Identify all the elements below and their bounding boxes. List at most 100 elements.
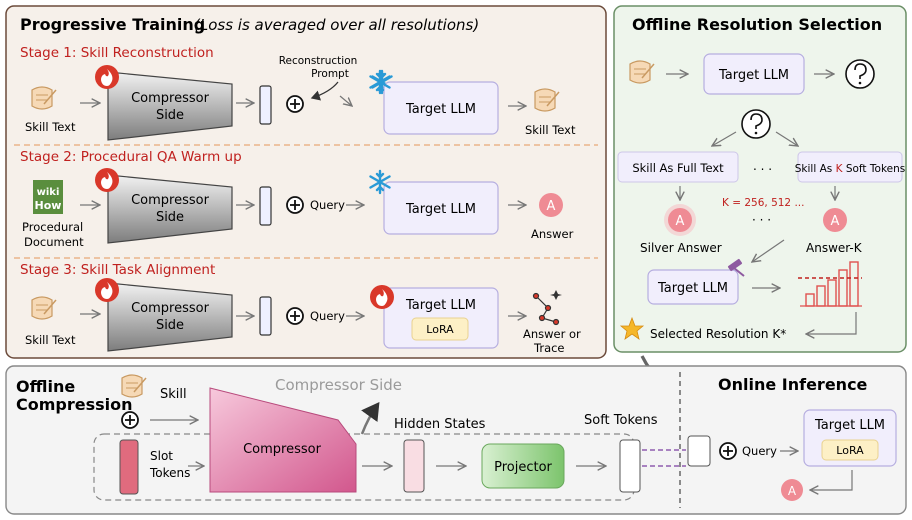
soft-token-bar	[259, 296, 272, 336]
silver-answer-label: Silver Answer	[640, 241, 722, 255]
answer-icon	[781, 479, 803, 501]
flame-icon	[370, 285, 394, 309]
stage-2-output: Answer	[531, 227, 574, 241]
soft-token-bar	[259, 85, 272, 125]
compression-title: Compression	[16, 395, 133, 414]
full-text-box	[617, 151, 739, 183]
compression-pipeline-frame	[93, 433, 635, 501]
stage-3-output: Answer or	[523, 327, 581, 341]
hidden-states-bar	[403, 439, 425, 493]
hidden-states-label: Hidden States	[394, 417, 486, 432]
resolution-selection-panel: Offline Resolution Selection Target LLM …	[613, 5, 907, 353]
stage-3-title: Stage 3: Skill Task Alignment	[20, 262, 215, 278]
stage-2-input: Document	[24, 235, 84, 249]
ellipsis: · · ·	[752, 213, 771, 227]
compressor-label: Side	[156, 318, 184, 333]
scroll-icon	[534, 88, 560, 112]
skill-label: Skill	[160, 387, 187, 402]
svg-text:A: A	[676, 214, 685, 229]
wikihow-logo	[33, 180, 63, 214]
reconstruction-prompt-label: Prompt	[311, 68, 349, 80]
selection-title: Offline Resolution Selection	[632, 15, 882, 34]
svg-text:A: A	[788, 484, 797, 498]
projector-label: Projector	[494, 460, 552, 475]
plus-icon	[286, 95, 304, 113]
compression-title: Offline	[16, 377, 75, 396]
scroll-icon	[629, 60, 655, 84]
compressor-label: Compressor	[131, 91, 210, 106]
compressor-label: Side	[156, 108, 184, 123]
query-label: Query	[742, 444, 777, 458]
slot-tokens-bar	[119, 439, 139, 495]
target-llm-box	[383, 81, 499, 135]
lora-badge	[821, 439, 879, 461]
answer-k-label: Answer-K	[806, 241, 863, 255]
selected-resolution-label: Selected Resolution K*	[650, 327, 786, 341]
soft-token-bar	[259, 186, 272, 226]
stage-1-output: Skill Text	[525, 123, 576, 137]
soft-tokens-bar	[619, 439, 641, 493]
to-compressor-side-arrow	[360, 401, 380, 435]
soft-tokens-box	[797, 151, 903, 183]
svg-text:How: How	[35, 199, 62, 212]
stage-3-output: Trace	[533, 341, 565, 355]
compressor-side	[107, 174, 233, 244]
target-llm-label: Target LLM	[718, 68, 789, 83]
reconstruction-prompt-label: Reconstruction	[279, 55, 358, 67]
stage-3-input: Skill Text	[25, 333, 76, 347]
training-subtitle: (Loss is averaged over all resolutions)	[194, 16, 479, 34]
soft-tokens-label: Skill As K Soft Tokens	[795, 163, 905, 175]
stage-1-title: Stage 1: Skill Reconstruction	[20, 45, 214, 61]
lora-badge	[411, 317, 469, 341]
judge-llm-label: Target LLM	[657, 281, 728, 296]
slot-tokens-label: Tokens	[149, 466, 190, 480]
stage-2-input: Procedural	[22, 220, 83, 234]
stage-2: Stage 2: Procedural QA Warm up wiki How …	[20, 149, 574, 249]
compressor-label: Side	[156, 210, 184, 225]
answer-k-icon	[823, 208, 847, 232]
flame-icon	[95, 168, 119, 192]
target-llm-box	[383, 181, 499, 235]
slot-tokens-label: Slot	[150, 449, 173, 463]
plus-icon	[121, 411, 139, 429]
compressor-side-label: Compressor Side	[275, 376, 402, 394]
k-values-label: K = 256, 512 ...	[722, 197, 804, 209]
training-title: Progressive Training	[20, 15, 205, 34]
compressor-label: Compressor	[131, 193, 210, 208]
svg-text:wiki: wiki	[37, 187, 60, 198]
scroll-icon	[121, 374, 147, 398]
gavel-icon	[727, 258, 745, 277]
compressor-block	[209, 387, 357, 493]
stage-3: Stage 3: Skill Task Alignment Skill Text…	[20, 262, 581, 355]
stage-1: Stage 1: Skill Reconstruction Skill Text…	[20, 45, 576, 141]
answer-icon	[539, 193, 563, 217]
ellipsis: . . .	[753, 159, 772, 173]
question-icon	[845, 59, 875, 89]
target-llm-box	[703, 53, 805, 95]
plus-icon	[286, 196, 304, 214]
stage-1-input: Skill Text	[25, 120, 76, 134]
inference-panel: Offline Compression Skill Slot Tokens Co…	[5, 365, 907, 515]
compressor-side	[107, 71, 233, 141]
plus-icon	[719, 442, 737, 460]
query-label: Query	[310, 309, 345, 323]
svg-text:A: A	[831, 214, 840, 229]
soft-tokens-label: Soft Tokens	[584, 413, 658, 428]
silver-answer-icon	[668, 208, 692, 232]
svg-text:A: A	[547, 199, 556, 214]
online-soft-token-bar	[687, 435, 711, 467]
svg-text:LoRA: LoRA	[426, 323, 454, 336]
query-label: Query	[310, 198, 345, 212]
compressor-label: Compressor	[131, 301, 210, 316]
plus-icon	[286, 307, 304, 325]
trace-icon	[532, 290, 562, 326]
compressor-label: Compressor	[243, 442, 322, 457]
star-icon	[619, 316, 645, 340]
scroll-icon	[31, 296, 57, 320]
online-title: Online Inference	[718, 375, 868, 394]
stage-2-title: Stage 2: Procedural QA Warm up	[20, 149, 242, 165]
target-llm-label: Target LLM	[814, 418, 885, 433]
projector-block	[481, 443, 565, 489]
full-text-label: Skill As Full Text	[632, 161, 724, 175]
compressor-side	[107, 282, 233, 352]
